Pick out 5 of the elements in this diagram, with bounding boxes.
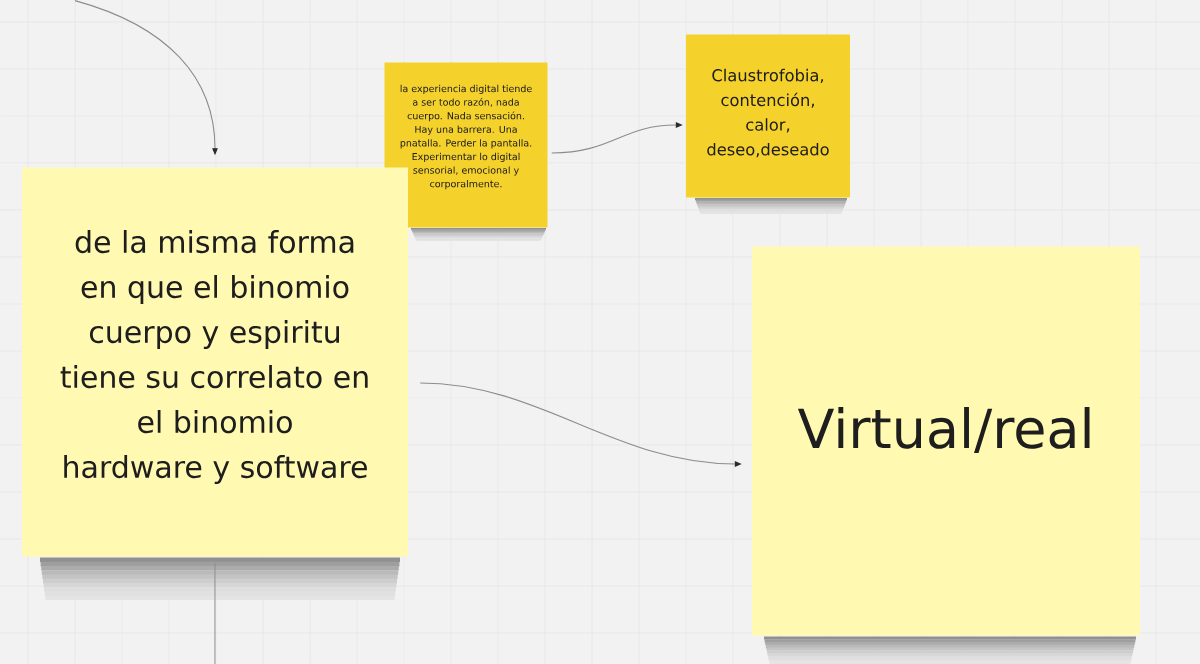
sticky-note: Virtual/real <box>752 246 1140 636</box>
connector-line <box>214 562 216 664</box>
sticky-note: la experiencia digital tiende a ser todo razón, nada cuerpo. Nada sensación. Hay una barrera. Una pnatalla. Perder la pantalla. Experimentar lo digital sensorial, emocional y corporalmente. <box>384 62 548 228</box>
sticky-note: de la misma forma en que el binomio cuerpo y espiritu tiene su correlato en el binomio hardware y software <box>22 167 408 557</box>
sticky-note: Claustrofobia, contención, calor, deseo,deseado <box>686 34 850 198</box>
